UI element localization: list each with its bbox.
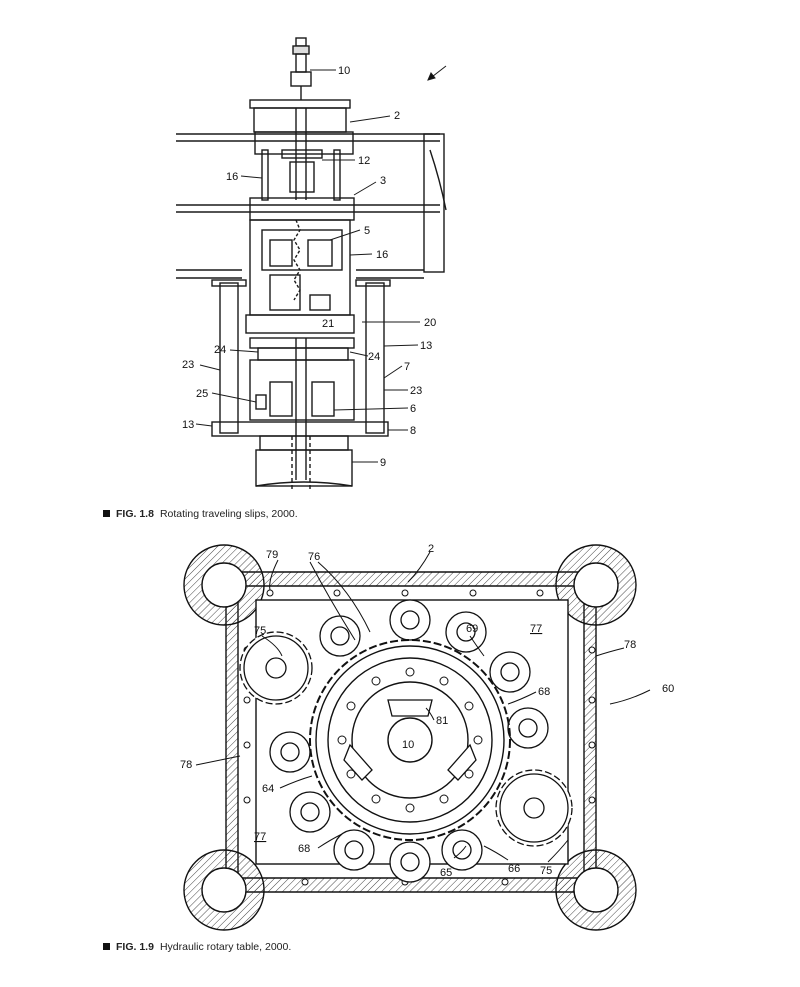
callout-65: 65 bbox=[440, 867, 452, 879]
caption-bullet bbox=[103, 943, 110, 950]
callout-79: 79 bbox=[266, 549, 278, 561]
callout-2: 2 bbox=[394, 110, 400, 122]
callout-20: 20 bbox=[424, 317, 436, 329]
callout-10: 10 bbox=[338, 65, 350, 77]
plate-20 bbox=[245, 314, 355, 334]
callout-66: 66 bbox=[508, 863, 520, 875]
callout-78b: 78 bbox=[180, 759, 192, 771]
callout-68b: 68 bbox=[298, 843, 310, 855]
callout-21: 21 bbox=[322, 318, 334, 330]
callout-60: 60 bbox=[662, 683, 674, 695]
callout-68a: 68 bbox=[538, 686, 550, 698]
caption-text: Hydraulic rotary table, 2000. bbox=[159, 941, 292, 953]
callout-5: 5 bbox=[364, 225, 370, 237]
figure-1-9-drawing: 79 76 2 75 69 77 78 60 68 81 10 78 64 77… bbox=[180, 543, 674, 931]
column-right bbox=[365, 282, 385, 434]
callout-12: 12 bbox=[358, 155, 370, 167]
figure-1-8-caption: FIG. 1.8 Rotating traveling slips, 2000. bbox=[103, 508, 298, 520]
top-swivel bbox=[290, 37, 312, 100]
callout-75a: 75 bbox=[254, 625, 266, 637]
lower-slip-housing bbox=[249, 337, 355, 480]
callout-81: 81 bbox=[436, 715, 448, 727]
callout-64: 64 bbox=[262, 783, 274, 795]
drive-gear-75-left bbox=[239, 631, 313, 705]
callout-10-fig19: 10 bbox=[402, 739, 414, 751]
callout-9: 9 bbox=[380, 457, 386, 469]
callout-24: 24 bbox=[214, 344, 226, 356]
slip-segments-81 bbox=[343, 699, 477, 781]
callout-25: 25 bbox=[196, 388, 208, 400]
upper-slip-housing bbox=[176, 219, 424, 316]
roller-ring bbox=[269, 599, 549, 883]
figure-label: FIG. 1.9 bbox=[116, 941, 154, 953]
callout-75b: 75 bbox=[540, 865, 552, 877]
callout-77b: 77 bbox=[254, 831, 266, 843]
caption-bullet bbox=[103, 510, 110, 517]
callout-23b: 23 bbox=[410, 385, 422, 397]
callout-23: 23 bbox=[182, 359, 194, 371]
callout-16b: 16 bbox=[376, 249, 388, 261]
callout-76: 76 bbox=[308, 551, 320, 563]
callout-16: 16 bbox=[226, 171, 238, 183]
figure-1-9-caption: FIG. 1.9 Hydraulic rotary table, 2000. bbox=[103, 941, 291, 953]
callout-77a: 77 bbox=[530, 623, 542, 635]
callout-7: 7 bbox=[404, 361, 410, 373]
callout-3: 3 bbox=[380, 175, 386, 187]
column-left bbox=[219, 282, 239, 434]
callout-8: 8 bbox=[410, 425, 416, 437]
callout-78a: 78 bbox=[624, 639, 636, 651]
figure-label: FIG. 1.8 bbox=[116, 508, 154, 520]
callout-24b: 24 bbox=[368, 351, 380, 363]
callout-13: 13 bbox=[420, 340, 432, 352]
main-ring-gear bbox=[309, 639, 511, 841]
cylinder-9 bbox=[255, 435, 353, 490]
callout-6: 6 bbox=[410, 403, 416, 415]
callout-13b: 13 bbox=[182, 419, 194, 431]
caption-text: Rotating traveling slips, 2000. bbox=[159, 508, 298, 520]
figure-1-8-drawing: 10 2 12 16 3 5 16 21 20 24 24 13 23 7 23… bbox=[176, 37, 447, 490]
callout-69: 69 bbox=[466, 623, 478, 635]
callout-2-fig19: 2 bbox=[428, 543, 434, 555]
drive-gear-75-right bbox=[495, 769, 573, 847]
upper-frame bbox=[176, 99, 447, 273]
